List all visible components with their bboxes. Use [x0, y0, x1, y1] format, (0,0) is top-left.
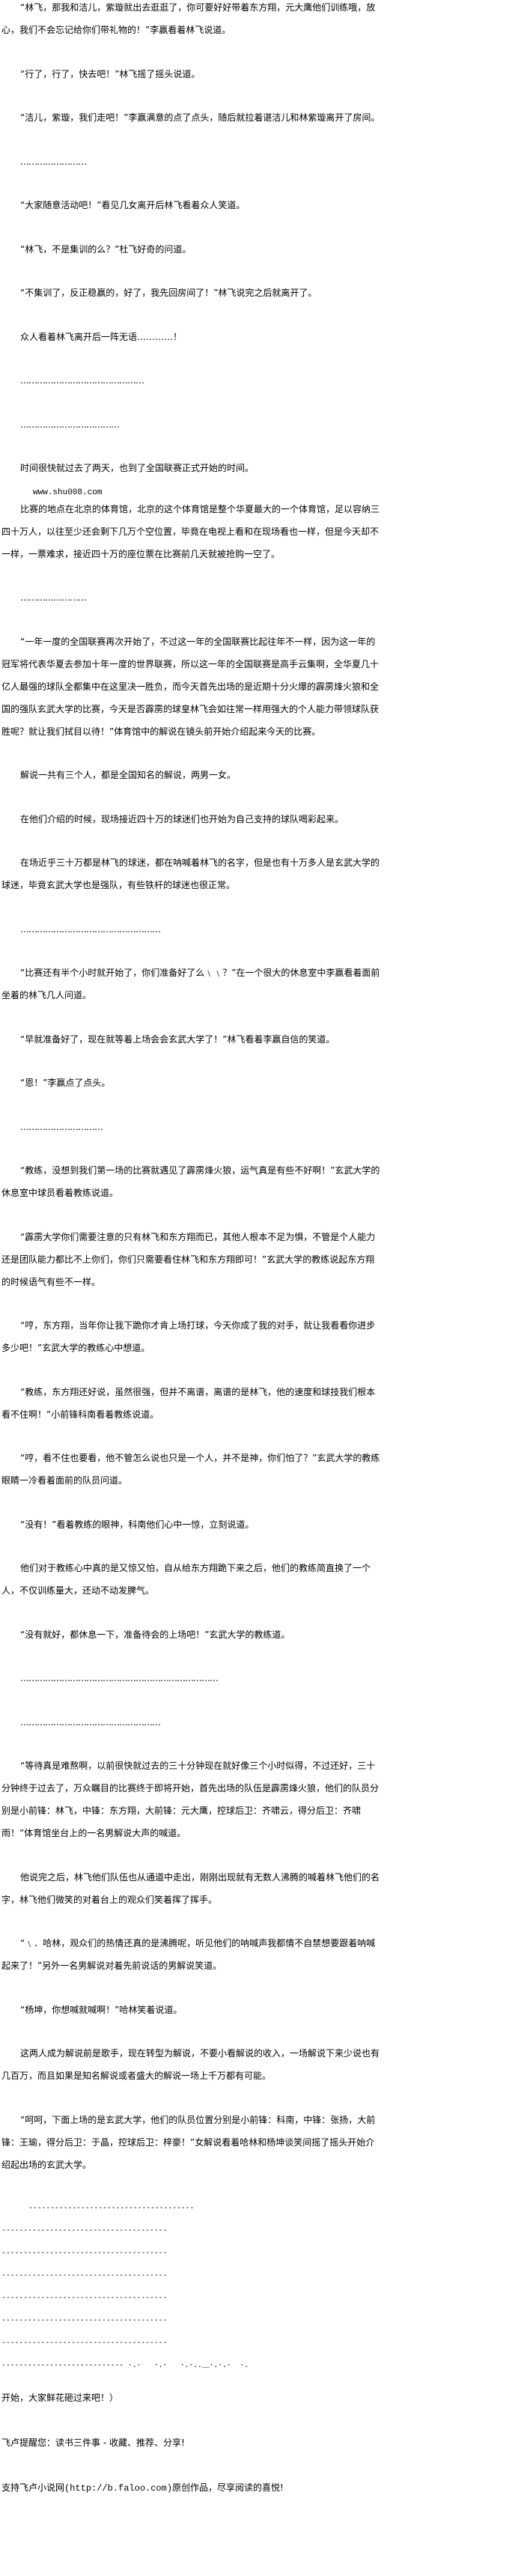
dash-separator-line: ---------------------------- ·.· ·.· ·.·…	[1, 2361, 249, 2369]
story-paragraph: “哼，东方翔，当年你让我下跪你才肯上场打球，今天你成了我的对手，就让我看看你进步…	[1, 1320, 376, 1353]
story-paragraph: 时间很快就过去了两天，也到了全国联赛正式开始的时间。	[20, 463, 255, 473]
chapter-paragraphs: “林飞，那我和洁儿，紫璇就出去逛逛了，你可要好好带着东方翔，元大鹰他们训练哦，放…	[1, 0, 380, 2176]
story-paragraph: 他们对于教练心中真的是又惊又怕，自从给东方翔跪下来之后，他们的教练简直换了一个人…	[1, 1563, 371, 1596]
ellipsis-separator: ……………………	[20, 156, 87, 167]
story-paragraph: “行了，行了，快去吧！”林飞摇了摇头说道。	[20, 68, 201, 79]
story-paragraph: “等待真是难熬啊，以前很快就过去的三十分钟现在就好像三个小时似得，不过还好，三十…	[1, 1761, 380, 1838]
reading-reminder: 飞卢提醒您：读书三件事 - 收藏、推荐、分享!	[1, 2437, 185, 2448]
story-paragraph: “恩！”李赢点了点头。	[20, 1078, 111, 1088]
story-paragraph: “大家随意活动吧！”看见几女离开后林飞看着众人笑道。	[20, 200, 246, 210]
ellipsis-separator: ………………………………………………………………	[20, 1673, 219, 1683]
story-paragraph: 在他们介绍的时候，现场接近四十万的球迷们也开始为自己支持的球队喝彩起来。	[20, 813, 344, 824]
separator-block: -------------------------------------- --…	[1, 2197, 380, 2377]
story-paragraph: “呵呵，下面上场的是玄武大学，他们的队员位置分别是小前锋：科南，中锋：张扬，大前…	[1, 2114, 376, 2170]
ellipsis-separator: ……………………………………………	[20, 923, 161, 935]
story-paragraph: “林飞，不是集训的么？”杜飞好奇的问道。	[20, 243, 192, 255]
story-paragraph: 在场近乎三十万都是林飞的球迷，都在呐喊着林飞的名字，但是也有十万多人是玄武大学的…	[1, 857, 380, 890]
dash-separator-line: --------------------------------------	[1, 2271, 168, 2279]
story-paragraph: “洁儿，紫璇，我们走吧！”李赢满意的点了点头，随后就拉着谌洁儿和林紫璇离开了房间…	[20, 112, 380, 123]
chapter-content: “林飞，那我和洁儿，紫璇就出去逛逛了，你可要好好带着东方翔，元大鹰他们训练哦，放…	[1, 0, 380, 2522]
ellipsis-separator: ………………………………………	[20, 375, 144, 386]
dash-separator-line: --------------------------------------	[28, 2204, 195, 2212]
story-paragraph: “一年一度的全国联赛再次开始了，不过这一年的全国联赛比起往年不一样，因为这一年的…	[1, 636, 380, 737]
dash-separator-line: --------------------------------------	[1, 2339, 168, 2347]
closing-line: 开始，大家鲜花砸过来吧！）	[1, 2393, 119, 2403]
story-paragraph: “霹雳大学你们需要注意的只有林飞和东方翔而已，其他人根本不足为惧，不管是个人能力…	[1, 1231, 376, 1287]
support-suffix: 原创作品，尽享阅读的喜悦!	[172, 2482, 284, 2493]
dash-separator-line: --------------------------------------	[1, 2316, 168, 2324]
story-paragraph: 比赛的地点在北京的体育馆，北京的这个体育馆是整个华夏最大的一个体育馆，足以容纳三…	[1, 503, 380, 559]
support-line: 支持飞卢小说网(http://b.faloo.com)原创作品，尽享阅读的喜悦!	[1, 2476, 380, 2500]
story-paragraph: 众人看着林飞离开后一阵无语…………！	[20, 331, 183, 342]
support-prefix: 支持飞卢小说网	[1, 2482, 65, 2493]
ellipsis-separator: …………………………	[20, 1121, 103, 1132]
story-paragraph: “杨坤，你想喊就喊啊！”哈林笑着说道。	[20, 2004, 183, 2015]
story-paragraph: “不集训了，反正稳赢的，好了，我先回房间了！”林飞说完之后就离开了。	[20, 288, 317, 298]
ellipsis-separator: ………………………………	[20, 419, 120, 430]
story-paragraph: 他说完之后，林飞他们队伍也从通道中走出，刚刚出现就有无数人沸腾的喊着林飞他们的名…	[1, 1871, 380, 1905]
faloo-link[interactable]: (http://b.faloo.com)	[64, 2483, 173, 2494]
story-paragraph: 这两人成为解说前是歌手，现在转型为解说，不要小看解说的收入，一场解说下来少说也有…	[1, 2048, 380, 2081]
dash-separator-line: --------------------------------------	[1, 2294, 168, 2302]
ellipsis-separator: ……………………	[20, 592, 87, 603]
site-watermark-text: www.shu008.com	[33, 487, 103, 497]
dash-separator-line: --------------------------------------	[1, 2249, 168, 2257]
story-paragraph: “教练，东方翔还好说，虽然很强，但并不离谱，离谱的是林飞，他的速度和球技我们根本…	[1, 1386, 376, 1420]
story-paragraph: “早就准备好了，现在就等着上场会会玄武大学了！”林飞看着李赢自信的笑道。	[20, 1033, 335, 1045]
ellipsis-separator: ……………………………………………	[20, 1716, 161, 1728]
story-paragraph: 解说一共有三个人，都是全国知名的解说，两男一女。	[20, 770, 237, 780]
story-paragraph: “林飞，那我和洁儿，紫璇就出去逛逛了，你可要好好带着东方翔，元大鹰他们训练哦，放…	[1, 2, 376, 35]
dash-separator-line: --------------------------------------	[1, 2226, 168, 2235]
story-paragraph: “比赛还有半个小时就开始了，你们准备好了么﹨﹨？”在一个很大的休息室中李赢看着面…	[1, 967, 380, 1000]
story-paragraph: “没有！”看着教练的眼神，科南他们心中一惊，立刻说道。	[20, 1519, 255, 1530]
story-paragraph: “﹨．哈林，观众们的热情还真的是沸腾呢，听见他们的呐喊声我都情不自禁想要跟着呐喊…	[1, 1938, 376, 1971]
story-paragraph: “教练，没想到我们第一场的比赛就遇见了霹雳烽火狼，运气真是有些不好啊！”玄武大学…	[1, 1165, 380, 1198]
story-paragraph: “没有就好，都休息一下，准备待会的上场吧！”玄武大学的教练道。	[20, 1629, 290, 1640]
story-paragraph: “哼，看不住也要看，他不管怎么说也只是一个人，并不是神，你们怕了？”玄武大学的教…	[1, 1453, 380, 1486]
